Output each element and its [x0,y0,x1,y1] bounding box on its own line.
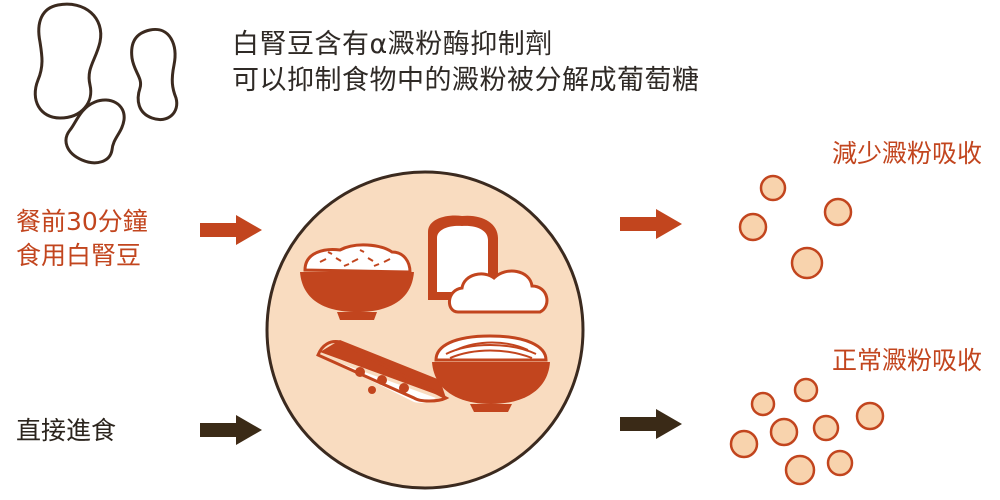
starch-granule [738,212,768,242]
with-bean-label-line-1: 餐前30分鐘 [16,207,148,236]
headline-line-1: 白腎豆含有α澱粉酶抑制劑 [232,29,553,60]
bean-icon [64,98,126,165]
bean-icon [33,2,103,120]
starch-granule [823,197,853,227]
food-circle [265,170,585,490]
direct-eating-label: 直接進食 [16,416,117,445]
noodle-bowl-icon [432,334,550,412]
starch-granule [769,417,799,447]
reduced-granules [738,174,853,280]
pizza-slice-icon [316,340,450,403]
starch-granule [729,429,759,459]
with-bean-label-line-2: 食用白腎豆 [16,241,142,270]
starch-granule [784,454,816,486]
normal-granules [729,377,885,486]
starch-granule [750,391,776,417]
starch-granule [826,449,854,477]
arrow-right-icon [620,209,682,239]
starch-granule [759,174,787,202]
starch-granule [793,377,819,403]
arrow-right-icon [620,409,682,439]
starch-granule [812,414,840,442]
normal-absorption-label: 正常澱粉吸收 [832,346,983,375]
starch-granule [855,401,885,431]
arrow-right-icon [200,215,262,245]
starch-granule [790,246,824,280]
rice-bowl-icon [300,243,414,320]
arrow-right-icon [200,415,262,445]
beans-group [33,2,179,165]
bean-icon [130,28,179,121]
headline-line-2: 可以抑制食物中的澱粉被分解成葡萄糖 [232,65,700,96]
bun-icon [448,269,549,314]
reduced-absorption-label: 減少澱粉吸收 [832,139,983,168]
with-bean-label: 餐前30分鐘 食用白腎豆 [16,205,148,273]
